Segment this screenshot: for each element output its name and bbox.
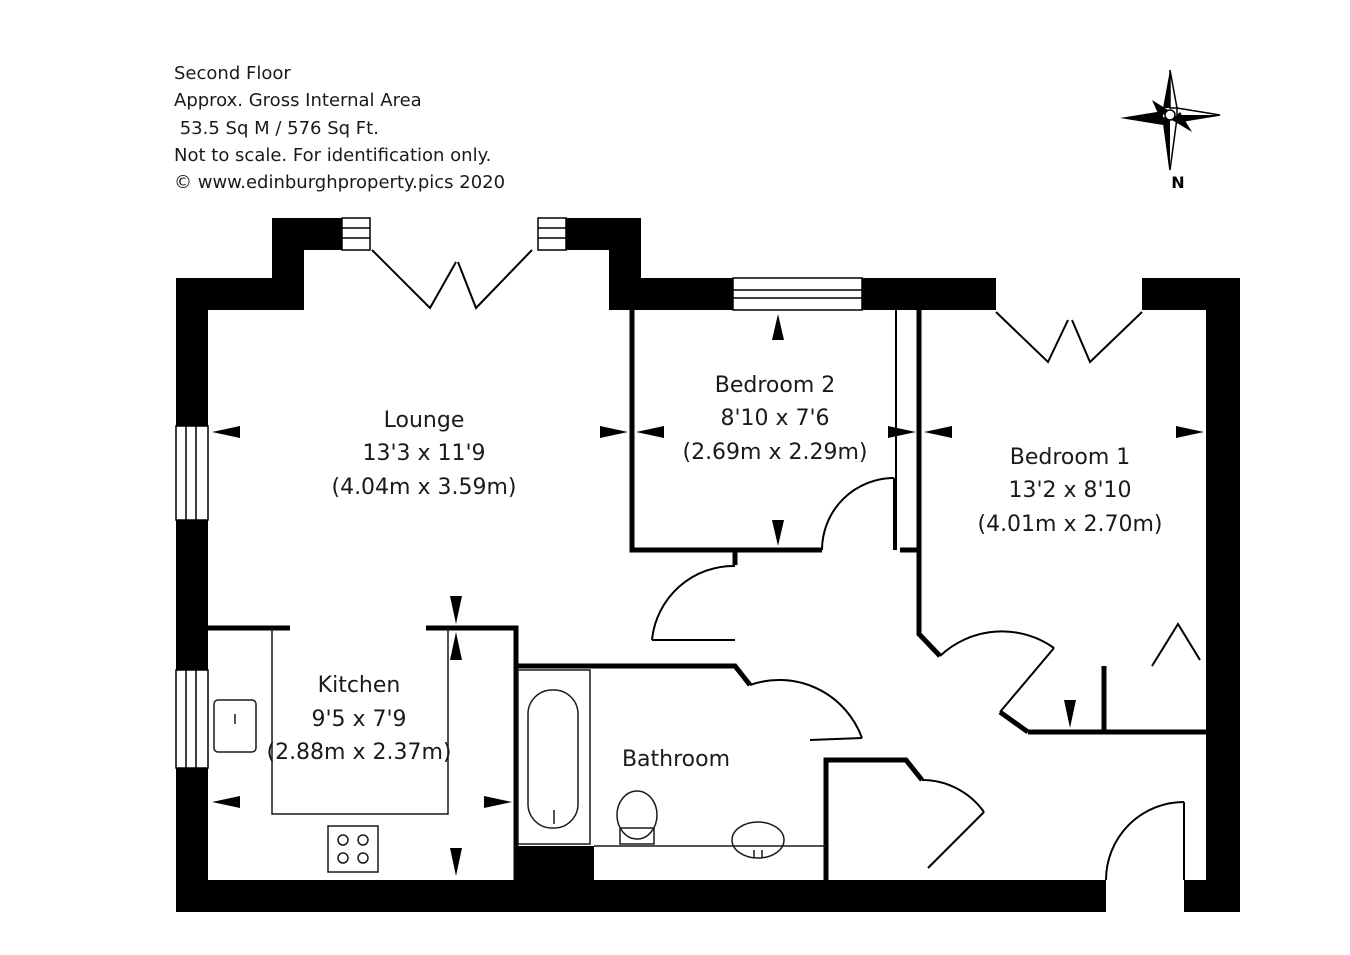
room-bedroom-2: Bedroom 2 8'10 x 7'6 (2.69m x 2.29m) [682,373,867,465]
room-bedroom-1: Bedroom 1 13'2 x 8'10 (4.01m x 2.70m) [977,445,1162,537]
area-value: 53.5 Sq M / 576 Sq Ft. [174,117,379,139]
kitchen-imperial: 9'5 x 7'9 [311,707,406,732]
kitchen-metric: (2.88m x 2.37m) [266,740,451,765]
toilet-icon [619,827,655,845]
floor-label: Second Floor [174,63,291,84]
room-kitchen: Kitchen 9'5 x 7'9 (2.88m x 2.37m) [266,673,451,765]
bathroom-name: Bathroom [622,747,730,772]
sink-icon [213,699,257,753]
bedroom1-metric: (4.01m x 2.70m) [977,512,1162,537]
inner-walls [208,310,1206,880]
dimension-arrows [212,314,1204,876]
bedroom1-name: Bedroom 1 [1010,445,1131,470]
bedroom2-name: Bedroom 2 [715,373,836,398]
lounge-imperial: 13'3 x 11'9 [362,441,485,466]
outer-walls [176,218,1240,912]
bathroom-fittings [517,669,826,859]
area-title: Approx. Gross Internal Area [174,90,422,112]
compass-icon [1120,69,1221,171]
plan-info: Second Floor Approx. Gross Internal Area… [174,60,505,196]
bedroom2-metric: (2.69m x 2.29m) [682,440,867,465]
room-lounge: Lounge 13'3 x 11'9 (4.04m x 3.59m) [331,408,516,500]
hob-icon [327,825,379,873]
lounge-name: Lounge [384,408,465,433]
doors [371,249,1201,881]
lounge-metric: (4.04m x 3.59m) [331,475,516,500]
room-bathroom: Bathroom [622,747,730,772]
bedroom2-imperial: 8'10 x 7'6 [720,406,829,431]
bath-icon [517,669,591,845]
kitchen-name: Kitchen [318,673,401,698]
north-label: N [1171,173,1184,192]
basin-icon [731,821,785,859]
copyright: © www.edinburghproperty.pics 2020 [174,172,506,194]
disclaimer: Not to scale. For identification only. [174,144,492,166]
kitchen-fittings [213,628,449,873]
bedroom1-imperial: 13'2 x 8'10 [1008,478,1131,503]
windows [175,217,863,769]
